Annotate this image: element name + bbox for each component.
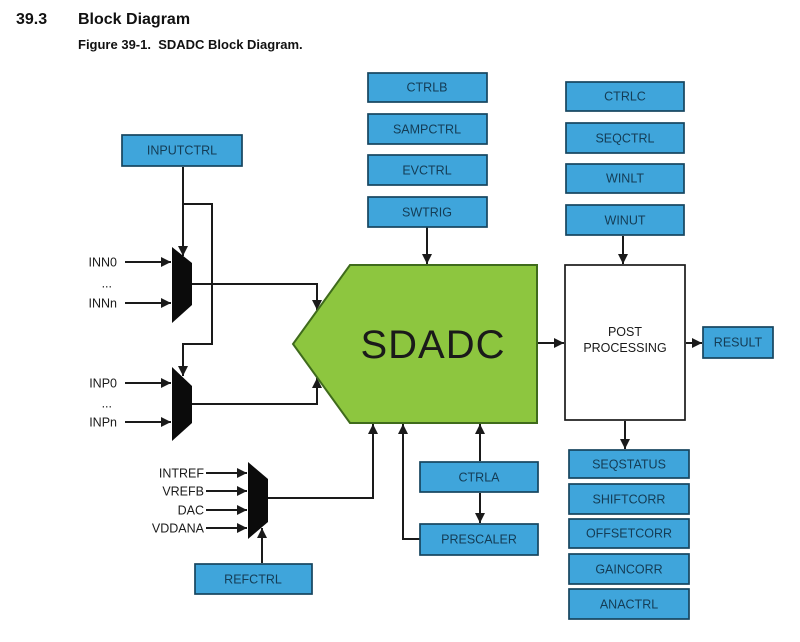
ctrla-box	[419, 461, 539, 493]
wire-ref-mux-to-sdadc	[268, 424, 378, 499]
wire-inn-mux-to-sdadc	[192, 283, 322, 310]
figure-caption: Figure 39-1. SDADC Block Diagram.	[78, 37, 303, 52]
reference-mux	[248, 462, 268, 539]
seqctrl-box	[565, 122, 685, 154]
signal-inp-ellipsis: ...	[102, 396, 112, 410]
ctrlc-box	[565, 81, 685, 112]
positive-input-mux	[172, 367, 192, 441]
signal-innn: INNn	[89, 296, 118, 310]
register-seqstatus: SEQSTATUS	[568, 449, 690, 479]
winut-box	[565, 204, 685, 236]
register-evctrl: EVCTRL	[367, 154, 488, 186]
register-anactrl: ANACTRL	[568, 588, 690, 620]
signal-labels: INN0 ... INNn INP0 ... INPn INTREF VREFB…	[89, 255, 205, 535]
register-winlt: WINLT	[565, 163, 685, 194]
register-refctrl: REFCTRL	[194, 563, 313, 595]
signal-inn0: INN0	[89, 255, 118, 269]
anactrl-label: ANACTRL	[600, 597, 658, 611]
signal-inp0: INP0	[89, 376, 117, 390]
signal-vddana: VDDANA	[152, 521, 205, 535]
swtrig-label: SWTRIG	[402, 205, 452, 219]
section-title: Block Diagram	[78, 11, 191, 28]
result-box	[702, 326, 774, 359]
ctrla-label: CTRLA	[459, 470, 501, 484]
wire-prescaler-to-sdadc	[398, 424, 420, 540]
post-processing-block: POST PROCESSING	[564, 264, 686, 421]
ctrlb-box	[367, 72, 488, 103]
refctrl-box	[194, 563, 313, 595]
wire-inputctrl-to-inp-mux	[178, 203, 213, 376]
register-seqctrl: SEQCTRL	[565, 122, 685, 154]
signal-inpn: INPn	[89, 415, 117, 429]
offsetcorr-box	[568, 518, 690, 549]
refctrl-label: REFCTRL	[224, 572, 282, 586]
gaincorr-label: GAINCORR	[595, 562, 662, 576]
register-ctrla: CTRLA	[419, 461, 539, 493]
signal-dac: DAC	[178, 503, 204, 517]
section-number: 39.3	[16, 11, 48, 28]
sdadc-core-label: SDADC	[360, 323, 505, 367]
signal-inn-ellipsis: ...	[102, 276, 112, 290]
sampctrl-label: SAMPCTRL	[393, 122, 461, 136]
ctrlb-label: CTRLB	[407, 80, 448, 94]
swtrig-box	[367, 196, 488, 228]
post-processing-label-line1: POST	[608, 325, 642, 339]
seqstatus-label: SEQSTATUS	[592, 457, 666, 471]
result-label: RESULT	[714, 335, 763, 349]
seqctrl-label: SEQCTRL	[595, 131, 654, 145]
register-swtrig: SWTRIG	[367, 196, 488, 228]
offsetcorr-label: OFFSETCORR	[586, 526, 672, 540]
inputctrl-label: INPUTCTRL	[147, 143, 217, 157]
prescaler-label: PRESCALER	[441, 532, 517, 546]
winut-label: WINUT	[605, 213, 646, 227]
winlt-box	[565, 163, 685, 194]
signal-intref: INTREF	[159, 466, 205, 480]
sdadc-core: SDADC	[291, 264, 538, 424]
gaincorr-box	[568, 553, 690, 585]
sampctrl-box	[367, 113, 488, 145]
anactrl-box	[568, 588, 690, 620]
evctrl-label: EVCTRL	[402, 163, 451, 177]
register-result: RESULT	[702, 326, 774, 359]
register-offsetcorr: OFFSETCORR	[568, 518, 690, 549]
post-processing-label-line2: PROCESSING	[583, 341, 666, 355]
signal-vrefb: VREFB	[162, 484, 204, 498]
register-shiftcorr: SHIFTCORR	[568, 483, 690, 515]
ctrlc-label: CTRLC	[604, 89, 646, 103]
negative-input-mux	[172, 247, 192, 323]
register-winut: WINUT	[565, 204, 685, 236]
register-sampctrl: SAMPCTRL	[367, 113, 488, 145]
shiftcorr-label: SHIFTCORR	[593, 492, 666, 506]
sdadc-core-shape	[291, 264, 538, 424]
winlt-label: WINLT	[606, 171, 644, 185]
register-prescaler: PRESCALER	[419, 523, 539, 556]
shiftcorr-box	[568, 483, 690, 515]
register-gaincorr: GAINCORR	[568, 553, 690, 585]
register-inputctrl: INPUTCTRL	[121, 134, 243, 167]
wire-inp-mux-to-sdadc	[192, 378, 322, 405]
register-ctrlb: CTRLB	[367, 72, 488, 103]
seqstatus-box	[568, 449, 690, 479]
wires	[125, 167, 702, 563]
register-ctrlc: CTRLC	[565, 81, 685, 112]
prescaler-box	[419, 523, 539, 556]
evctrl-box	[367, 154, 488, 186]
post-processing-box	[564, 264, 686, 421]
inputctrl-box	[121, 134, 243, 167]
